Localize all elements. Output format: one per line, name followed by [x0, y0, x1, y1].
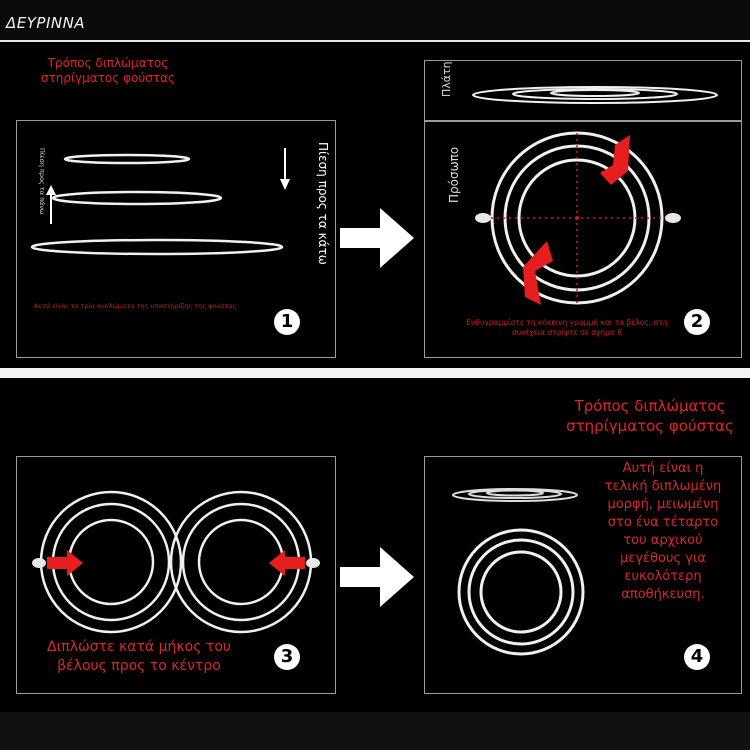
panel-step-2-top [424, 60, 742, 122]
brand-logo: ΔΕΥΡΙΝΝΑ [6, 14, 86, 32]
footer-strip [0, 712, 750, 750]
panel-step-4 [424, 456, 742, 694]
hand-right-icon [665, 213, 681, 223]
hand-left-icon [475, 213, 491, 223]
twist-arrow-bottom-icon [523, 241, 553, 305]
three-rings-stack [30, 148, 290, 256]
folded-rings [452, 488, 585, 656]
front-label: Πρόσωπο [447, 146, 461, 203]
arrow-down-icon [280, 148, 290, 190]
panel-step-3 [16, 456, 336, 694]
step-4-badge: 4 [684, 644, 710, 670]
panel4-caption: Αυτή είναι η τελική διπλωμένη μορφή, μει… [604, 461, 722, 602]
arrow-up-icon [46, 185, 56, 224]
section-divider [0, 368, 750, 378]
header-bar: ΔΕΥΡΙΝΝΑ [0, 0, 750, 42]
panel3-caption: Διπλώστε κατά μήκος του βέλους προς το κ… [46, 639, 232, 674]
section-title-bottom: Τρόπος διπλώματος στηρίγματος φούστας [566, 397, 734, 435]
panel-step-1 [16, 120, 336, 358]
panel1-caption: Αυτά είναι τα τρία κυκλώματα της υποστήρ… [34, 302, 237, 310]
panel2-caption: Ευθυγραμμίστε τη κόκκινη γραμμή και τα β… [466, 318, 668, 337]
arrow-right-icon [340, 208, 414, 268]
plate-label: Πλάτη [440, 61, 453, 97]
press-up-label: Πίεση προς τα πάνω [38, 148, 46, 215]
fold-arrow-left-icon [32, 550, 83, 576]
concentric-rings-with-red-guides [475, 131, 681, 305]
panel-step-2 [424, 120, 742, 358]
step-1-badge: 1 [274, 309, 300, 335]
press-down-label: Πίεση προς τα κάτω [316, 142, 330, 265]
figure-eight-rings [32, 490, 320, 634]
arrow-right-icon [340, 547, 414, 607]
flat-rings-icon [472, 86, 718, 104]
twist-arrow-top-icon [600, 135, 630, 185]
step-2-badge: 2 [684, 309, 710, 335]
section-title-top: Τρόπος διπλώματος στηρίγματος φούστας [40, 56, 176, 85]
fold-arrow-right-icon [269, 550, 320, 576]
step-3-badge: 3 [274, 644, 300, 670]
